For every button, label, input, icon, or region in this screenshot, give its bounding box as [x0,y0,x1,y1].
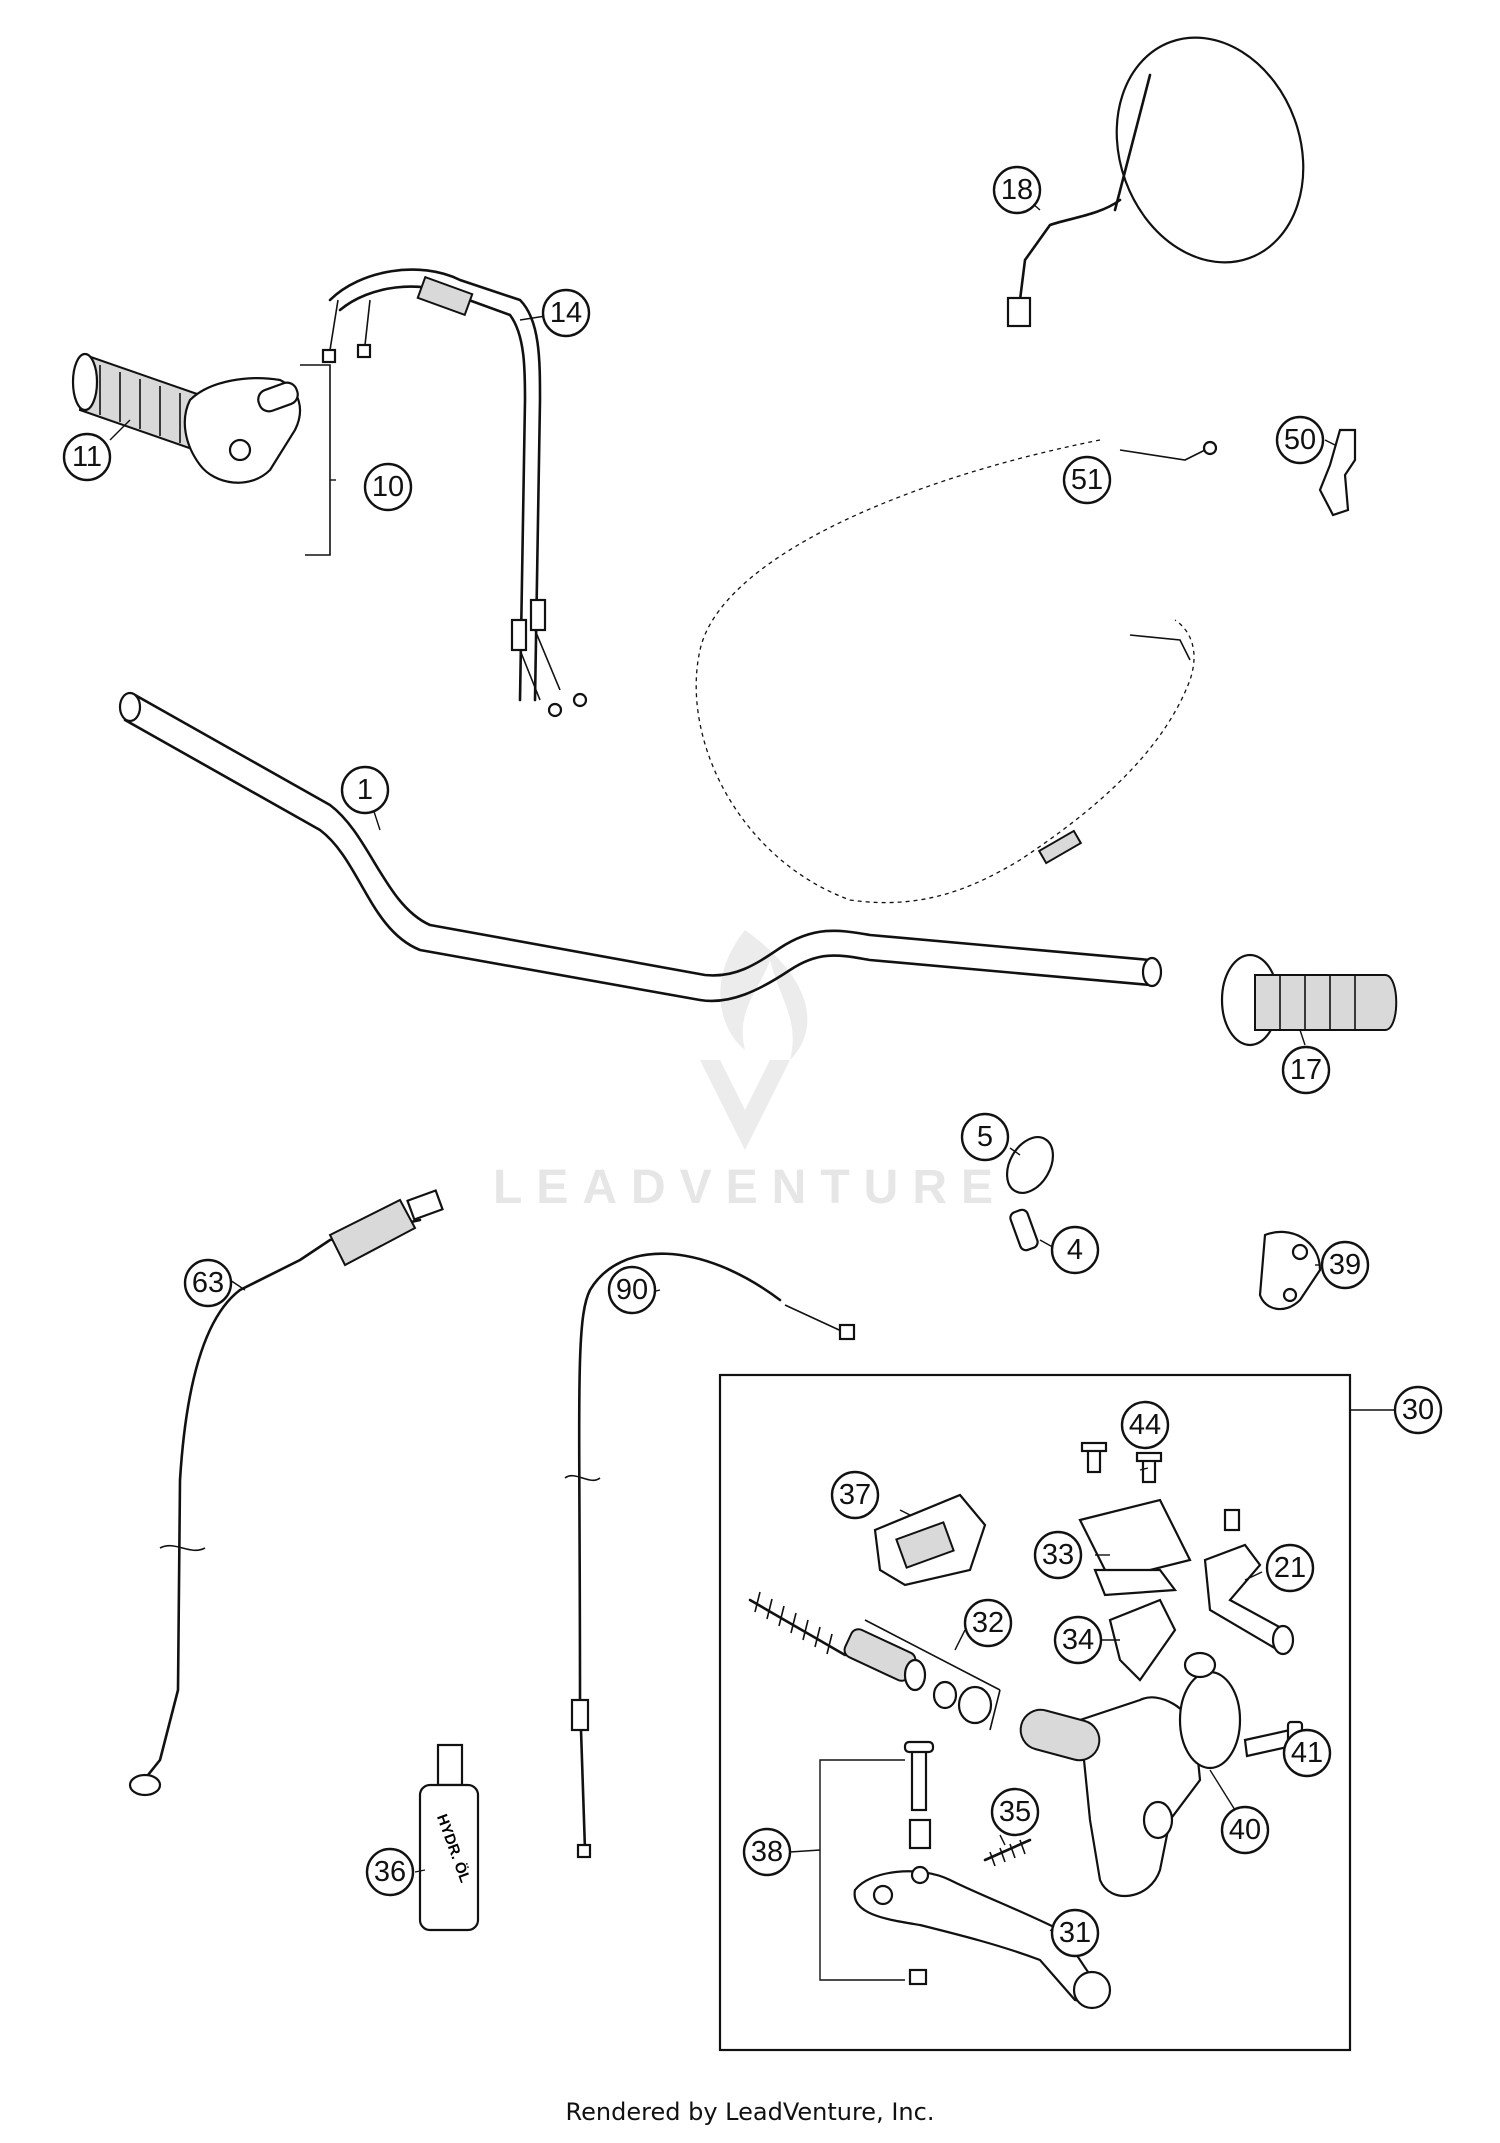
svg-text:31: 31 [1059,1917,1091,1949]
svg-text:11: 11 [72,441,102,473]
callout-18: 18 [992,165,1042,215]
screws-44 [1080,1441,1163,1484]
svg-text:37: 37 [839,1479,871,1511]
spring-35 [983,1838,1032,1867]
callout-17: 17 [1281,1045,1331,1095]
svg-text:63: 63 [192,1267,224,1299]
hose-clamp [1005,1136,1055,1194]
callout-51: 51 [1062,455,1112,505]
sleeve [1009,1208,1039,1252]
bracket-37 [873,1493,987,1587]
callout-5: 5 [960,1112,1010,1162]
callout-39: 39 [1320,1240,1370,1290]
hydraulic-oil-bottle: HYDR. ÖL [418,1743,480,1932]
svg-text:4: 4 [1067,1234,1083,1266]
callout-34: 34 [1053,1615,1103,1665]
svg-text:51: 51 [1071,464,1103,496]
svg-text:21: 21 [1274,1552,1306,1584]
handlebar [118,691,1163,1003]
svg-text:17: 17 [1290,1054,1322,1086]
reservoir-cover-33 [1078,1498,1192,1597]
throttle-cables [321,268,588,718]
svg-text:41: 41 [1291,1737,1323,1769]
svg-text:18: 18 [1001,174,1033,206]
svg-text:39: 39 [1329,1249,1361,1281]
callout-41: 41 [1282,1728,1332,1778]
mirror [1006,36,1305,328]
callout-32: 32 [963,1598,1013,1648]
watermark-text: LEADVENTURE [492,1161,1008,1214]
svg-text:10: 10 [372,471,404,503]
svg-text:5: 5 [977,1121,993,1153]
callout-63: 63 [183,1258,233,1308]
callout-36: 36 [365,1847,415,1897]
throttle-grip-assembly [71,352,331,556]
master-cylinder-body [1019,1651,1242,1898]
callout-11: 11 [62,432,112,482]
callout-4: 4 [1050,1225,1100,1275]
callout-50: 50 [1275,415,1325,465]
svg-text:32: 32 [972,1607,1004,1639]
svg-text:35: 35 [999,1796,1031,1828]
svg-text:1: 1 [357,774,373,806]
callout-21: 21 [1265,1543,1315,1593]
clamp-piece-39 [1258,1230,1322,1311]
callout-30: 30 [1393,1385,1443,1435]
svg-text:14: 14 [550,297,582,329]
cable-90 [564,1252,856,1859]
callout-14: 14 [541,288,591,338]
callout-10: 10 [363,462,413,512]
clutch-lever [819,1740,1112,2010]
left-grip [1220,953,1398,1047]
svg-text:34: 34 [1062,1624,1094,1656]
watermark-logo [700,930,808,1150]
callout-44: 44 [1120,1400,1170,1450]
bracket-part-50 [1318,428,1357,517]
svg-text:38: 38 [751,1836,783,1868]
callout-90: 90 [607,1265,657,1315]
callout-38: 38 [742,1827,792,1877]
svg-text:40: 40 [1229,1814,1261,1846]
svg-text:44: 44 [1129,1409,1161,1441]
callout-35: 35 [990,1787,1040,1837]
svg-text:36: 36 [374,1856,406,1888]
callout-40: 40 [1220,1805,1270,1855]
svg-text:90: 90 [616,1274,648,1306]
seal-34 [1108,1598,1177,1682]
callout-33: 33 [1033,1530,1083,1580]
svg-text:30: 30 [1402,1394,1434,1426]
hydraulic-hose [128,1189,444,1797]
piston-spring-32 [748,1591,1001,1731]
footer-credit: Rendered by LeadVenture, Inc. [565,2098,935,2126]
callout-1: 1 [340,765,390,815]
callout-31: 31 [1050,1908,1100,1958]
svg-text:50: 50 [1284,424,1316,456]
callout-37: 37 [830,1470,880,1520]
choke-cable [695,439,1218,904]
svg-text:33: 33 [1042,1539,1074,1571]
adjuster-21 [1203,1508,1295,1656]
